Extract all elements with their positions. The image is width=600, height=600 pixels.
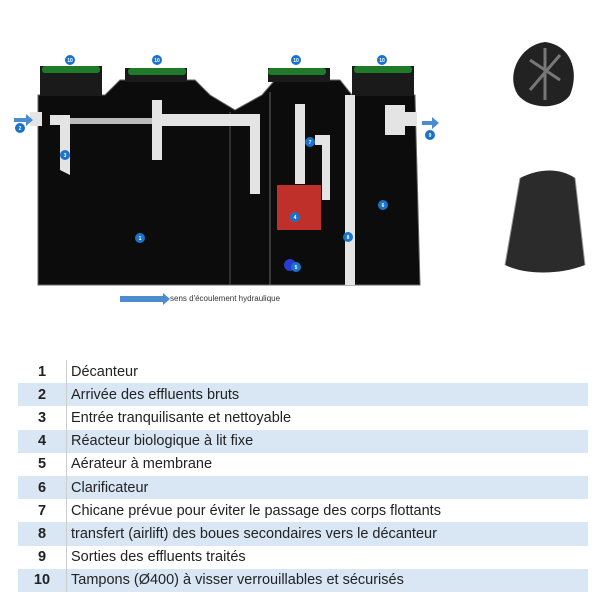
svg-text:10: 10 [293,58,299,64]
svg-text:6: 6 [382,203,385,209]
outlet-arrow-icon [422,117,439,129]
item-number: 9 [18,545,67,569]
item-label: Décanteur [71,363,138,380]
item-number: 5 [18,452,67,476]
inlet-arrow-icon [14,114,33,126]
svg-text:1: 1 [139,236,142,242]
item-label: Chicane prévue pour éviter le passage de… [71,502,441,519]
marker-8: 8 [343,232,353,242]
svg-text:9: 9 [429,133,432,139]
item-number: 2 [18,383,67,407]
marker-2: 2 [15,123,25,133]
item-label: Réacteur biologique à lit fixe [71,433,254,450]
markers: 10 10 10 10 2 9 3 1 7 4 6 8 5 [15,55,435,272]
marker-7: 7 [305,137,315,147]
lid [354,66,412,73]
lid [42,66,100,73]
marker-10: 10 [152,55,162,65]
flow-legend-label: sens d'écoulement hydraulique [170,294,281,303]
flow-direction-legend: sens d'écoulement hydraulique [120,292,281,305]
item-label: Entrée tranquilisante et nettoyable [71,409,292,426]
marker-1: 1 [135,233,145,243]
item-label: Sorties des effluents traités [71,549,246,566]
item-number: 6 [18,475,67,500]
item-label: transfert (airlift) des boues secondaire… [71,525,437,542]
svg-text:10: 10 [154,58,160,64]
marker-10: 10 [291,55,301,65]
item-label: Tampons (Ø400) à visser verrouillables e… [71,572,404,589]
item-label: Clarificateur [71,479,149,496]
item-number: 10 [18,568,67,592]
biofilm-carrier-image [513,42,574,107]
svg-text:10: 10 [379,58,385,64]
marker-4: 4 [290,212,300,222]
marker-5: 5 [291,262,301,272]
item-label: Arrivée des effluents bruts [71,386,240,403]
item-number: 4 [18,429,67,453]
item-number: 8 [18,522,67,546]
item-number: 3 [18,406,67,430]
svg-text:4: 4 [294,215,297,221]
marker-6: 6 [378,200,388,210]
tank-body [37,66,421,286]
svg-text:2: 2 [19,126,22,132]
reactor-block [277,185,321,230]
marker-3: 3 [60,150,70,160]
marker-9: 9 [425,130,435,140]
item-number: 1 [18,360,67,384]
svg-text:5: 5 [295,265,298,271]
svg-text:7: 7 [309,140,312,146]
item-number: 7 [18,499,67,523]
svg-text:3: 3 [64,153,67,159]
lid [268,68,326,75]
flow-arrow-icon [120,292,170,305]
marker-10: 10 [377,55,387,65]
media-bag-image [504,170,586,273]
marker-10: 10 [65,55,75,65]
svg-text:10: 10 [67,58,73,64]
lid [128,68,186,75]
micro-station-diagram: 10 10 10 10 2 9 3 1 7 4 6 8 5 [14,42,586,286]
svg-text:8: 8 [347,235,350,241]
item-label: Aérateur à membrane [71,456,213,473]
